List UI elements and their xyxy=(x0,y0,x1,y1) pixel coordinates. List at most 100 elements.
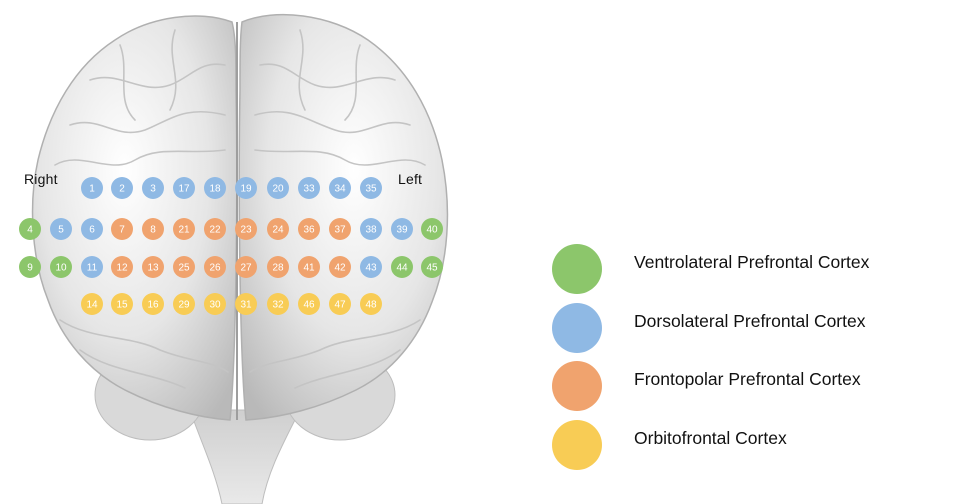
channel-number: 18 xyxy=(209,184,221,195)
channel-2: 2 xyxy=(111,177,133,199)
channel-number: 36 xyxy=(303,225,315,236)
channel-number: 47 xyxy=(334,300,346,311)
channel-1: 1 xyxy=(81,177,103,199)
channel-16: 16 xyxy=(142,293,164,315)
channel-24: 24 xyxy=(267,218,289,240)
channel-44: 44 xyxy=(391,256,413,278)
channel-40: 40 xyxy=(421,218,443,240)
legend-swatch-frontopolar xyxy=(552,361,602,411)
channel-25: 25 xyxy=(173,256,195,278)
channel-43: 43 xyxy=(360,256,382,278)
channel-21: 21 xyxy=(173,218,195,240)
channel-11: 11 xyxy=(81,256,103,278)
channel-number: 20 xyxy=(272,184,284,195)
channel-29: 29 xyxy=(173,293,195,315)
channel-6: 6 xyxy=(81,218,103,240)
channel-32: 32 xyxy=(267,293,289,315)
channel-46: 46 xyxy=(298,293,320,315)
channel-42: 42 xyxy=(329,256,351,278)
channel-39: 39 xyxy=(391,218,413,240)
legend-item-orbitofrontal: Orbitofrontal Cortex xyxy=(548,418,948,477)
channel-number: 27 xyxy=(240,263,252,274)
legend-item-dorsolateral: Dorsolateral Prefrontal Cortex xyxy=(548,301,948,360)
legend-item-ventrolateral: Ventrolateral Prefrontal Cortex xyxy=(548,242,948,301)
channel-28: 28 xyxy=(267,256,289,278)
channel-number: 35 xyxy=(365,184,377,195)
legend-label-orbitofrontal: Orbitofrontal Cortex xyxy=(634,428,787,449)
channel-38: 38 xyxy=(360,218,382,240)
channel-8: 8 xyxy=(142,218,164,240)
channel-number: 14 xyxy=(86,300,98,311)
channel-number: 45 xyxy=(426,263,438,274)
channel-37: 37 xyxy=(329,218,351,240)
legend-label-dorsolateral: Dorsolateral Prefrontal Cortex xyxy=(634,311,865,332)
channel-number: 43 xyxy=(365,263,377,274)
channel-18: 18 xyxy=(204,177,226,199)
legend-item-frontopolar: Frontopolar Prefrontal Cortex xyxy=(548,359,948,418)
channel-19: 19 xyxy=(235,177,257,199)
channel-47: 47 xyxy=(329,293,351,315)
channel-number: 8 xyxy=(150,225,156,236)
channel-number: 17 xyxy=(178,184,190,195)
channel-27: 27 xyxy=(235,256,257,278)
channel-41: 41 xyxy=(298,256,320,278)
channel-number: 44 xyxy=(396,263,408,274)
channel-number: 29 xyxy=(178,300,190,311)
channel-number: 21 xyxy=(178,225,190,236)
channel-number: 9 xyxy=(27,263,33,274)
channel-14: 14 xyxy=(81,293,103,315)
channel-number: 46 xyxy=(303,300,315,311)
right-hemisphere xyxy=(33,16,237,420)
channel-number: 23 xyxy=(240,225,252,236)
channel-7: 7 xyxy=(111,218,133,240)
channel-number: 40 xyxy=(426,225,438,236)
channel-number: 15 xyxy=(116,300,128,311)
channel-number: 4 xyxy=(27,225,33,236)
right-side-label: Right xyxy=(24,171,58,187)
channel-13: 13 xyxy=(142,256,164,278)
channel-5: 5 xyxy=(50,218,72,240)
channel-number: 5 xyxy=(58,225,64,236)
channel-number: 28 xyxy=(272,263,284,274)
channel-23: 23 xyxy=(235,218,257,240)
channel-number: 7 xyxy=(119,225,125,236)
legend-swatch-dorsolateral xyxy=(552,303,602,353)
channel-48: 48 xyxy=(360,293,382,315)
channel-number: 19 xyxy=(240,184,252,195)
channel-22: 22 xyxy=(204,218,226,240)
channel-number: 42 xyxy=(334,263,346,274)
channel-number: 48 xyxy=(365,300,377,311)
channel-number: 38 xyxy=(365,225,377,236)
channel-9: 9 xyxy=(19,256,41,278)
channel-number: 26 xyxy=(209,263,221,274)
channel-number: 12 xyxy=(116,263,128,274)
channel-26: 26 xyxy=(204,256,226,278)
channel-number: 41 xyxy=(303,263,315,274)
channel-number: 39 xyxy=(396,225,408,236)
legend-label-ventrolateral: Ventrolateral Prefrontal Cortex xyxy=(634,252,869,273)
channel-number: 6 xyxy=(89,225,95,236)
channel-31: 31 xyxy=(235,293,257,315)
channel-number: 24 xyxy=(272,225,284,236)
legend: Ventrolateral Prefrontal Cortex Dorsolat… xyxy=(548,242,948,476)
channel-number: 37 xyxy=(334,225,346,236)
channel-number: 10 xyxy=(55,263,67,274)
channel-34: 34 xyxy=(329,177,351,199)
channel-4: 4 xyxy=(19,218,41,240)
channel-15: 15 xyxy=(111,293,133,315)
channel-10: 10 xyxy=(50,256,72,278)
channel-36: 36 xyxy=(298,218,320,240)
legend-swatch-orbitofrontal xyxy=(552,420,602,470)
channel-number: 31 xyxy=(240,300,252,311)
channel-30: 30 xyxy=(204,293,226,315)
channel-33: 33 xyxy=(298,177,320,199)
channel-number: 2 xyxy=(119,184,125,195)
legend-swatch-ventrolateral xyxy=(552,244,602,294)
channel-number: 13 xyxy=(147,263,159,274)
channel-3: 3 xyxy=(142,177,164,199)
brain-stem xyxy=(190,410,300,504)
channel-12: 12 xyxy=(111,256,133,278)
left-side-label: Left xyxy=(398,171,422,187)
channel-number: 25 xyxy=(178,263,190,274)
